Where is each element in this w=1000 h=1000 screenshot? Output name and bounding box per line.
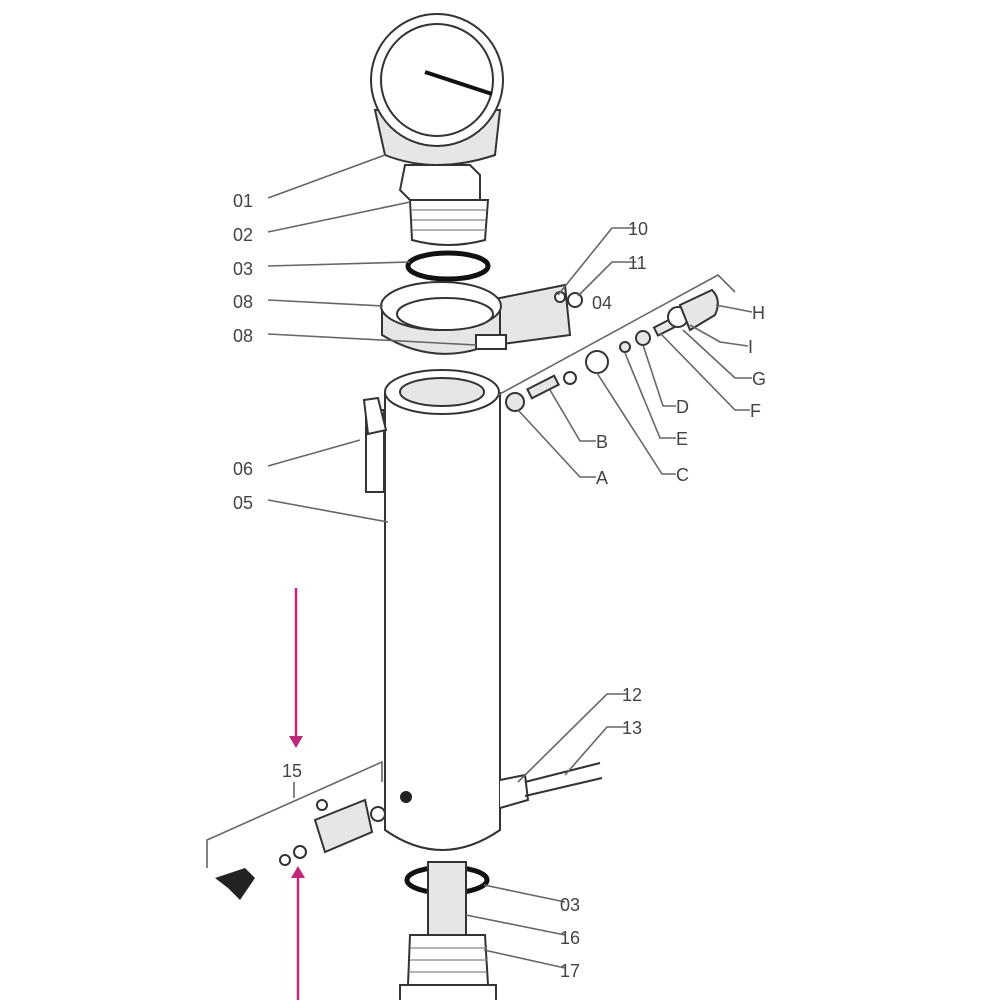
fitting-assembly (505, 288, 719, 412)
label-02: 02 (233, 225, 253, 245)
label-D: D (676, 397, 689, 417)
label-08-b: 08 (233, 326, 253, 346)
leader-lines (267, 154, 753, 969)
label-15: 15 (282, 761, 302, 781)
label-17: 17 (560, 961, 580, 981)
o-ring-top (405, 250, 491, 282)
label-B: B (596, 432, 608, 452)
part-labels: 01 02 03 08 08 10 11 04 H I G D F E C B … (233, 191, 766, 981)
main-tube (384, 369, 530, 851)
bottom-nut (399, 934, 497, 1000)
label-E: E (676, 429, 688, 449)
label-03-top: 03 (233, 259, 253, 279)
label-11: 11 (628, 253, 647, 273)
label-16: 16 (560, 928, 580, 948)
label-06: 06 (233, 459, 253, 479)
label-G: G (752, 369, 766, 389)
label-H: H (752, 303, 765, 323)
label-10: 10 (628, 219, 648, 239)
label-04: 04 (592, 293, 612, 313)
pressure-gauge (370, 13, 504, 246)
valve-assembly (206, 760, 386, 900)
label-F: F (750, 401, 761, 421)
label-05: 05 (233, 493, 253, 513)
label-I: I (748, 337, 753, 357)
label-C: C (676, 465, 689, 485)
magenta-arrows (289, 588, 305, 1000)
label-03-bottom: 03 (560, 895, 580, 915)
clamp-collar (380, 281, 572, 355)
label-A: A (596, 468, 608, 488)
hoses (524, 762, 603, 797)
label-01: 01 (233, 191, 253, 211)
label-13: 13 (622, 718, 642, 738)
label-08-a: 08 (233, 292, 253, 312)
label-12: 12 (622, 685, 642, 705)
